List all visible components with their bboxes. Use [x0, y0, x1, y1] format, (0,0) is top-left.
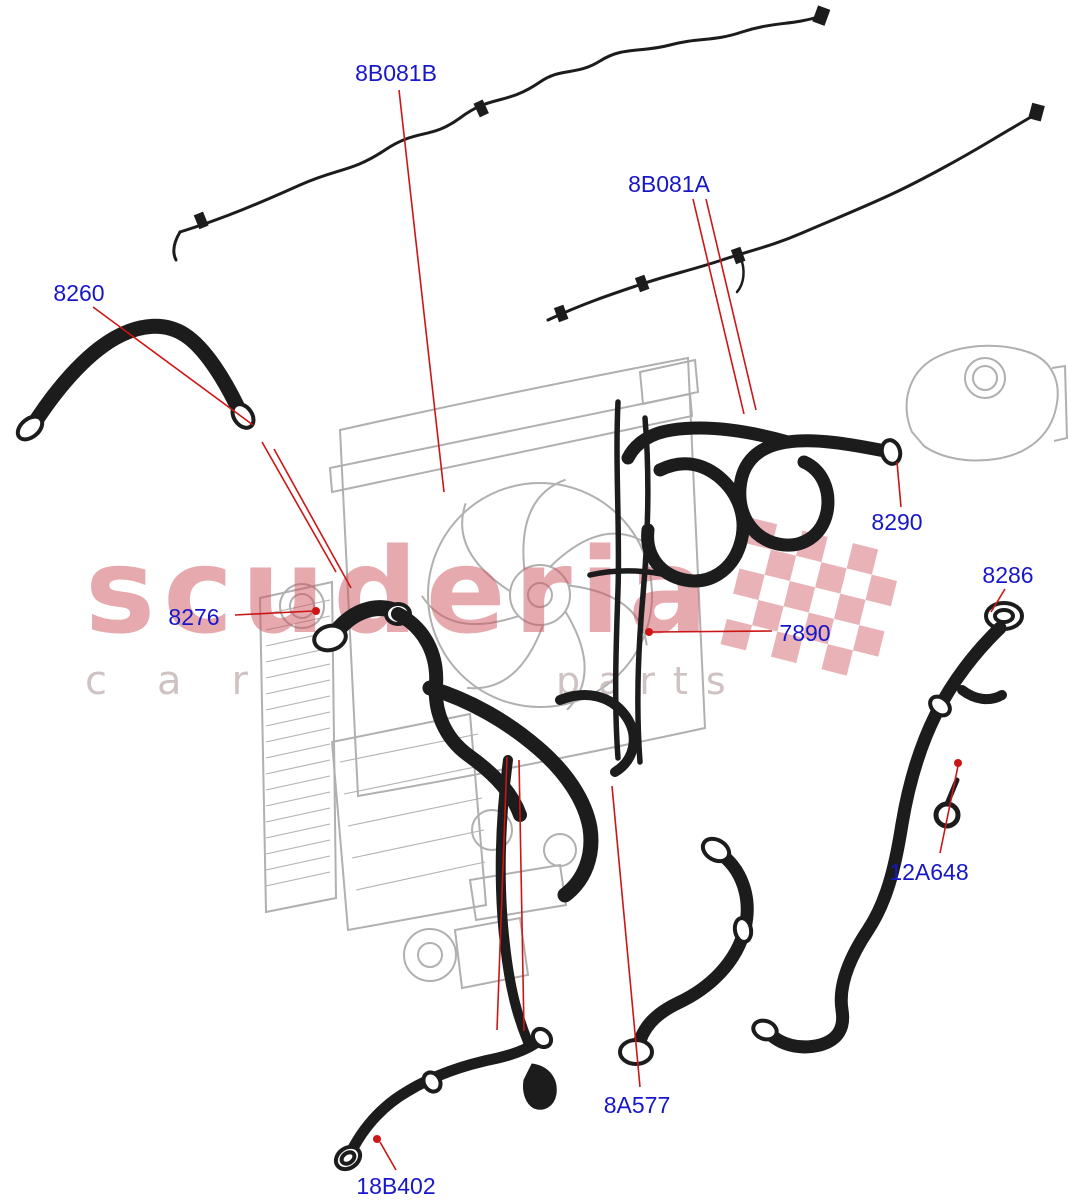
leader-mid-b — [518, 759, 525, 1032]
hose-18B402-end-ring-inner — [339, 1150, 357, 1166]
engine-pulley-2 — [543, 833, 577, 867]
hose-8286-clamp — [928, 694, 952, 718]
leader-7890 — [651, 630, 773, 633]
leader-8260-c — [273, 448, 352, 589]
part-label-12A648[interactable]: 12A648 — [889, 859, 968, 885]
watermark-sub-left-text: car — [85, 658, 298, 704]
hose-8286-end-ring — [751, 1018, 779, 1042]
expansion-tank-cap-inner — [972, 365, 998, 391]
part-label-8A577[interactable]: 8A577 — [604, 1092, 671, 1118]
part-label-18B402[interactable]: 18B402 — [356, 1173, 435, 1199]
fan-blades — [421, 478, 648, 711]
hose-8290-clamp — [879, 438, 903, 466]
hose-8290-left — [621, 421, 795, 465]
part-label-8286[interactable]: 8286 — [982, 562, 1033, 588]
part-label-7890[interactable]: 7890 — [779, 620, 830, 646]
leader-8260-b — [261, 441, 337, 573]
leader-dot-7890 — [645, 628, 653, 636]
leader-dot-8276 — [312, 607, 320, 615]
fuel-clip-4 — [634, 274, 650, 293]
expansion-tank — [905, 344, 1059, 462]
hose-8A577-clamp — [732, 916, 754, 944]
part-label-8276[interactable]: 8276 — [168, 604, 219, 630]
part-label-8260[interactable]: 8260 — [53, 280, 104, 306]
hose-tangle — [641, 457, 750, 588]
fan-ring — [427, 482, 653, 708]
alternator-outer — [403, 928, 457, 982]
hose-descending — [495, 755, 533, 1047]
leader-8A577 — [611, 785, 641, 1088]
fuel-clip-2 — [473, 99, 489, 118]
leader-8290 — [896, 461, 902, 508]
fuel-line-8B081B — [178, 15, 820, 234]
part-labels: 8B081B 8B081A 8260 8276 8290 8286 7890 1… — [53, 60, 1033, 1199]
fan-hub — [509, 564, 571, 626]
leader-mid-a — [496, 756, 508, 1031]
hose-from-8276 — [391, 607, 527, 822]
hose-8286-branch — [957, 685, 1007, 705]
leader-8286 — [990, 588, 1006, 613]
radiator-assembly-drawing — [258, 344, 1068, 990]
radiator-fins — [265, 599, 331, 887]
alternator-inner — [417, 942, 443, 968]
watermark-brand-text: scuderia — [85, 522, 716, 660]
fan-motor-inner — [289, 593, 315, 619]
leader-dot-12A648 — [954, 759, 962, 767]
leader-8260 — [92, 306, 254, 426]
upper-support-bar — [328, 392, 694, 494]
hose-18B402-bracket — [523, 1063, 557, 1110]
fuel-connector-8B081A — [1028, 102, 1045, 122]
engine-block — [468, 863, 568, 922]
hose-8260-clamp-left — [15, 414, 45, 442]
part-label-8B081A[interactable]: 8B081A — [628, 171, 711, 197]
leader-8B081A-b — [705, 198, 757, 411]
fuel-connector-8B081B — [812, 5, 831, 26]
part-label-8B081B[interactable]: 8B081B — [355, 60, 437, 86]
leader-dot-18B402 — [373, 1135, 381, 1143]
leader-lines — [92, 89, 1006, 1171]
hose-lower-sweep — [422, 680, 599, 903]
fuel-clip-5 — [730, 246, 746, 265]
intercooler — [330, 712, 488, 932]
leader-8276 — [234, 610, 314, 616]
part-label-8290[interactable]: 8290 — [871, 509, 922, 535]
fuel-line-8B081B-end — [172, 230, 182, 262]
hoses — [15, 5, 1045, 1172]
fuel-clip-1 — [193, 211, 209, 230]
fuel-clip-3 — [553, 304, 569, 323]
fan-motor-outer — [279, 583, 325, 629]
hose-18B402-right-ring — [530, 1026, 554, 1050]
leader-12A648 — [939, 765, 959, 854]
watermark: scuderia car parts — [85, 518, 898, 704]
leader-8B081B — [398, 89, 445, 493]
pipe-7890-b — [635, 415, 651, 765]
expansion-tank-bracket — [1051, 364, 1068, 442]
hose-18B402 — [342, 1034, 546, 1164]
intercooler-hatch — [339, 733, 486, 891]
hose-8A577 — [631, 845, 754, 1055]
engine-pulley-1 — [471, 809, 513, 851]
fan-shroud-outline — [338, 356, 707, 798]
leader-8B081A-a — [692, 198, 745, 415]
radiator-core — [258, 580, 338, 914]
fitting-8276-ring-left — [312, 623, 348, 653]
leader-18B402 — [379, 1141, 397, 1171]
hose-8286-top-ring-inner — [993, 608, 1015, 624]
hose-8260 — [22, 318, 248, 438]
hose-18B402-clamp — [421, 1070, 443, 1094]
hose-middle-loop — [555, 690, 639, 777]
hose-8A577-top-ring — [700, 836, 732, 864]
expansion-tank-cap-outer — [964, 357, 1006, 399]
upper-bracket — [638, 358, 700, 406]
pipe-7890-a — [612, 399, 622, 761]
fuel-line-8B081A — [546, 112, 1038, 322]
fan-hub-center — [527, 582, 553, 608]
engine-mount — [453, 916, 530, 990]
